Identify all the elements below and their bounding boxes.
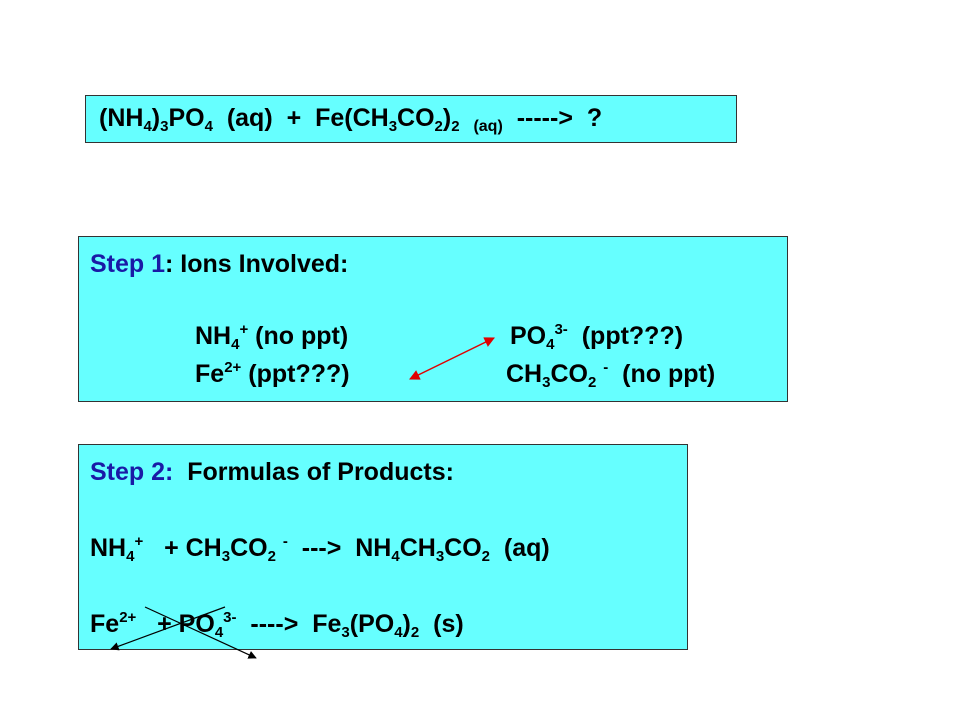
ion-fe: Fe2+ (ppt???) [195,359,350,388]
step1-heading: Step 1: Ions Involved: [90,250,349,278]
step2-heading: Step 2: Formulas of Products: [90,458,454,486]
ion-acetate: CH3CO2 - (no ppt) [506,359,716,391]
step1-box: Step 1: Ions Involved: NH4+ (no ppt) PO4… [78,236,788,402]
step2-equation-1: NH4+ + CH3CO2 - ---> NH4CH3CO2 (aq) [90,533,550,565]
ion-po4: PO43- (ppt???) [510,321,684,353]
reaction-box: (NH4)3PO4 (aq) + Fe(CH3CO2)2 (aq) ----->… [85,95,737,143]
reaction-equation: (NH4)3PO4 (aq) + Fe(CH3CO2)2 (aq) ----->… [99,104,603,135]
step2-box: Step 2: Formulas of Products: NH4+ + CH3… [78,444,688,650]
step2-equation-2: Fe2+ + PO43- ----> Fe3(PO4)2 (s) [90,609,464,641]
ion-nh4: NH4+ (no ppt) [195,321,349,353]
